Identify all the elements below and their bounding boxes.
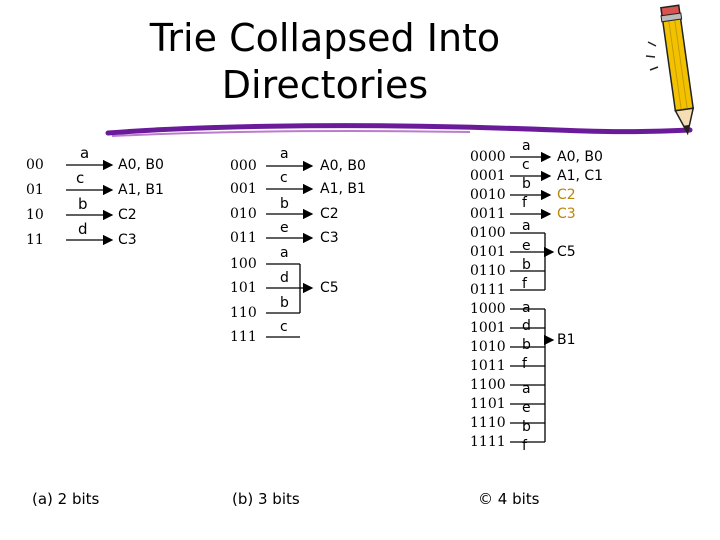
slide-title-line2: Directories — [221, 63, 429, 107]
panel-a-index: 01 — [26, 182, 44, 198]
panel-c-label: f — [522, 356, 527, 372]
panel-c-label: a — [522, 138, 531, 154]
panel-a-label: a — [80, 144, 90, 162]
panel-a-entry: C2 — [118, 207, 137, 223]
panel-c-index: 1111 — [470, 434, 506, 450]
panel-c-label: d — [522, 318, 531, 334]
panel-b-entry: C2 — [320, 206, 339, 222]
panel-c-index: 1001 — [470, 320, 506, 336]
panel-b-label: b — [280, 295, 289, 311]
panel-c-entry: C2 — [557, 187, 576, 203]
panel-b-entry: A0, B0 — [320, 158, 366, 174]
panel-c-index: 0111 — [470, 282, 506, 298]
panel-b-label: e — [280, 220, 289, 236]
panel-b-entry: C3 — [320, 230, 339, 246]
panel-c-entry: A1, C1 — [557, 168, 604, 184]
panel-c-index: 0110 — [470, 263, 506, 279]
panel-c-index: 0011 — [470, 206, 506, 222]
panel-b-index: 110 — [230, 305, 257, 321]
panel-a-caption: (a) 2 bits — [32, 490, 100, 508]
panel-c-index: 0000 — [470, 149, 506, 165]
panel-b-entry: C5 — [320, 280, 339, 296]
panel-a-label: b — [78, 195, 88, 213]
panel-a-entry: C3 — [118, 232, 137, 248]
panel-c-label: f — [522, 195, 527, 211]
panel-a-arrows — [66, 159, 114, 246]
panel-b-label: c — [280, 170, 288, 186]
panel-c-label: a — [522, 300, 531, 316]
panel-a-label: c — [76, 169, 85, 187]
panel-c-label: b — [522, 337, 531, 353]
panel-c-index: 1010 — [470, 339, 506, 355]
panel-b-index: 000 — [230, 158, 257, 174]
panel-a-entry: A1, B1 — [118, 182, 164, 198]
panel-c-entry: C3 — [557, 206, 576, 222]
panel-c-arrows — [510, 151, 555, 443]
panel-c-index: 1101 — [470, 396, 506, 412]
panel-c-label: e — [522, 238, 531, 254]
panel-b-label: a — [280, 146, 289, 162]
panel-b-index: 010 — [230, 206, 257, 222]
panel-c-label: a — [522, 218, 531, 234]
panel-b-index: 111 — [230, 329, 257, 345]
panel-b-caption: (b) 3 bits — [232, 490, 300, 508]
panel-c-label: f — [522, 438, 527, 454]
slide-title-line1: Trie Collapsed Into — [149, 16, 501, 60]
panel-c-index: 0010 — [470, 187, 506, 203]
panel-a-index: 00 — [26, 157, 44, 173]
panel-a-entry: A0, B0 — [118, 157, 164, 173]
panel-c-index: 0101 — [470, 244, 506, 260]
panel-b-index: 101 — [230, 280, 257, 296]
panel-a-index: 10 — [26, 207, 44, 223]
panel-a-index: 11 — [26, 232, 44, 248]
panel-c-label: b — [522, 176, 531, 192]
panel-b-label: a — [280, 245, 289, 261]
panel-b-entry: A1, B1 — [320, 181, 366, 197]
panel-c-label: e — [522, 400, 531, 416]
panel-c-label: c — [522, 157, 530, 173]
panel-c-entry: A0, B0 — [557, 149, 603, 165]
panel-c-label: a — [522, 381, 531, 397]
panel-b-index: 100 — [230, 256, 257, 272]
pencil-icon — [645, 4, 695, 136]
panel-c-index: 0001 — [470, 168, 506, 184]
panel-b-label: d — [280, 270, 289, 286]
panel-b-index: 001 — [230, 181, 257, 197]
panel-c-label: f — [522, 276, 527, 292]
panel-c-label: b — [522, 419, 531, 435]
panel-c-entry: B1 — [557, 332, 576, 348]
panel-c-index: 1000 — [470, 301, 506, 317]
panel-c-index: 1110 — [470, 415, 506, 431]
panel-c-label: b — [522, 257, 531, 273]
panel-c-index: 1011 — [470, 358, 506, 374]
panel-b-label: c — [280, 319, 288, 335]
panel-b-label: b — [280, 196, 289, 212]
panel-c-index: 0100 — [470, 225, 506, 241]
panel-b-arrows — [266, 160, 314, 338]
panel-a-label: d — [78, 220, 88, 238]
panel-c-entry: C5 — [557, 244, 576, 260]
panel-c-index: 1100 — [470, 377, 506, 393]
panel-b-index: 011 — [230, 230, 257, 246]
panel-c-caption: © 4 bits — [478, 490, 540, 508]
